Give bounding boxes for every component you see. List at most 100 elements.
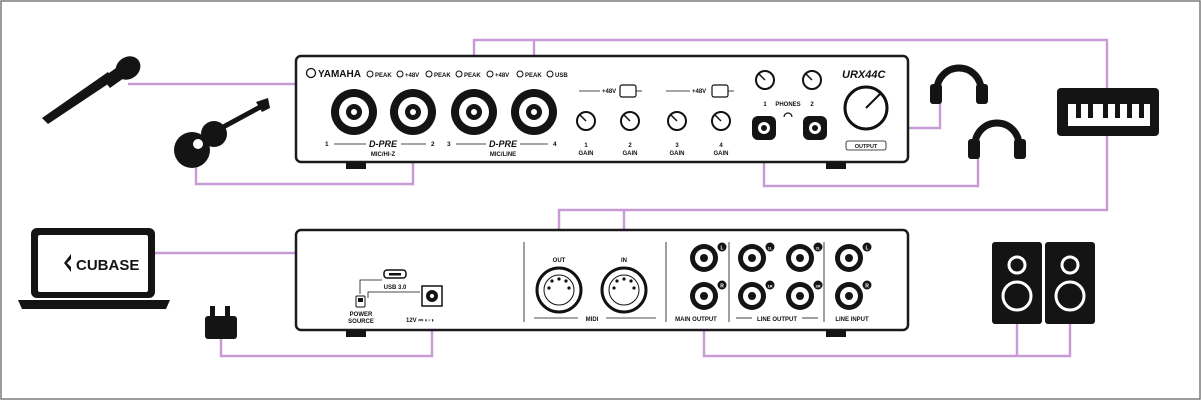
- phantom-switch-12[interactable]: [619, 84, 637, 98]
- power-source-switch-knob: [358, 298, 363, 302]
- laptop-screen: [38, 235, 148, 292]
- headphones-icon: [968, 119, 1026, 159]
- midi-out-port[interactable]: [535, 266, 583, 314]
- rear-foot: [346, 330, 366, 337]
- gain-knob[interactable]: [576, 111, 596, 131]
- input-number: 4: [553, 141, 557, 148]
- gain-label: GAIN: [579, 151, 594, 157]
- usb-power-line: [359, 279, 382, 294]
- gain-number: 4: [719, 143, 723, 149]
- usb-led-icon: [546, 70, 554, 78]
- front-foot: [826, 162, 846, 169]
- line-output-jack[interactable]: [786, 244, 814, 272]
- front-foot: [346, 162, 366, 169]
- midi-keyboard-icon: [1057, 88, 1159, 136]
- power-source-line: [367, 291, 420, 298]
- line-output-label: LINE OUTPUT: [757, 317, 797, 323]
- gain-knob[interactable]: [711, 111, 731, 131]
- jack-badge-text: R: [720, 284, 724, 290]
- input-number: 3: [447, 141, 451, 148]
- jack-badge: [717, 280, 727, 290]
- usb-label: USB 3.0: [384, 285, 407, 291]
- rear-panel: USB 3.0 POWER SOURCE 12V ⎓ ◐-◑ OUT IN: [294, 228, 910, 337]
- power-plug-icon: [205, 306, 237, 339]
- rear-foot: [826, 330, 846, 337]
- main-output-label: MAIN OUTPUT: [675, 317, 717, 323]
- dc-label: 12V ⎓ ◐-◑: [406, 318, 434, 324]
- main-output-jack[interactable]: [690, 282, 718, 310]
- phantom-switch-34[interactable]: [711, 84, 729, 98]
- phantom-label: +48V: [405, 73, 419, 79]
- phones-jack[interactable]: [752, 116, 776, 140]
- input-number: 2: [431, 141, 435, 148]
- guitar-icon: [174, 98, 270, 168]
- phones-number: 2: [810, 102, 814, 108]
- laptop-base: [18, 300, 170, 309]
- speaker-icon: [1045, 242, 1095, 324]
- headphones-icon: [930, 64, 988, 104]
- gain-knob[interactable]: [620, 111, 640, 131]
- jack-badge-text: L: [865, 246, 868, 252]
- jack-badge: [765, 242, 775, 252]
- output-knob[interactable]: [843, 85, 889, 131]
- peak-label: PEAK: [434, 73, 451, 79]
- power-source-label: SOURCE: [348, 319, 374, 325]
- microphone-icon: [42, 56, 141, 124]
- phantom-label: +48V: [495, 73, 509, 79]
- jack-badge: [813, 242, 823, 252]
- phones-number: 1: [763, 102, 767, 108]
- phones-level-knob[interactable]: [755, 70, 775, 90]
- peak-led-icon: [455, 70, 463, 78]
- yamaha-logo-icon: [305, 67, 317, 79]
- midi-label: MIDI: [586, 317, 599, 323]
- dc-in-jack[interactable]: [421, 285, 443, 307]
- phones-label: PHONES: [775, 102, 800, 108]
- peak-led-icon: [425, 70, 433, 78]
- laptop-app-name: CUBASE: [76, 257, 139, 274]
- line-output-jack[interactable]: [738, 244, 766, 272]
- jack-badge: [862, 242, 872, 252]
- jack-badge-text: 1R: [767, 284, 772, 289]
- usb-led-label: USB: [555, 73, 568, 79]
- main-output-jack[interactable]: [690, 244, 718, 272]
- output-label-box: [845, 140, 887, 151]
- gain-knob[interactable]: [667, 111, 687, 131]
- midi-out-label: OUT: [553, 258, 566, 264]
- jack-badge: [765, 280, 775, 290]
- combo-input-jack[interactable]: [451, 89, 497, 135]
- midi-in-label: IN: [621, 258, 627, 264]
- phones-jack[interactable]: [803, 116, 827, 140]
- cubase-logo-icon: [64, 254, 71, 272]
- gain-number: 2: [628, 143, 632, 149]
- combo-input-jack[interactable]: [390, 89, 436, 135]
- peak-label: PEAK: [464, 73, 481, 79]
- brand-label: YAMAHA: [318, 69, 361, 80]
- gain-label: GAIN: [623, 151, 638, 157]
- line-input-label: LINE INPUT: [835, 317, 869, 323]
- preamp-name: D-PRE: [489, 139, 518, 149]
- combo-input-jack[interactable]: [331, 89, 377, 135]
- power-source-label: POWER: [350, 312, 373, 318]
- line-output-jack[interactable]: [786, 282, 814, 310]
- combo-input-jack[interactable]: [511, 89, 557, 135]
- midi-in-port[interactable]: [600, 266, 648, 314]
- preamp-sub: MIC/LINE: [490, 152, 516, 158]
- phones-level-knob[interactable]: [802, 70, 822, 90]
- line-input-jack[interactable]: [835, 282, 863, 310]
- usb-port-tongue: [389, 273, 401, 276]
- jack-badge-text: L: [720, 246, 723, 252]
- jack-badge: [717, 242, 727, 252]
- speaker-icon: [992, 242, 1042, 324]
- front-panel: YAMAHA PEAK +48V PEAK PEAK +48V PEAK USB: [294, 54, 910, 169]
- line-output-jack[interactable]: [738, 282, 766, 310]
- output-label: OUTPUT: [855, 144, 878, 150]
- peak-led-icon: [366, 70, 374, 78]
- jack-badge-text: 2R: [815, 284, 820, 289]
- jack-badge: [813, 280, 823, 290]
- phantom-led-icon: [486, 70, 494, 78]
- peak-label: PEAK: [525, 73, 542, 79]
- jack-badge-text: 1L: [768, 246, 773, 251]
- jack-badge-text: 2L: [816, 246, 821, 251]
- line-input-jack[interactable]: [835, 244, 863, 272]
- gain-label: GAIN: [714, 151, 729, 157]
